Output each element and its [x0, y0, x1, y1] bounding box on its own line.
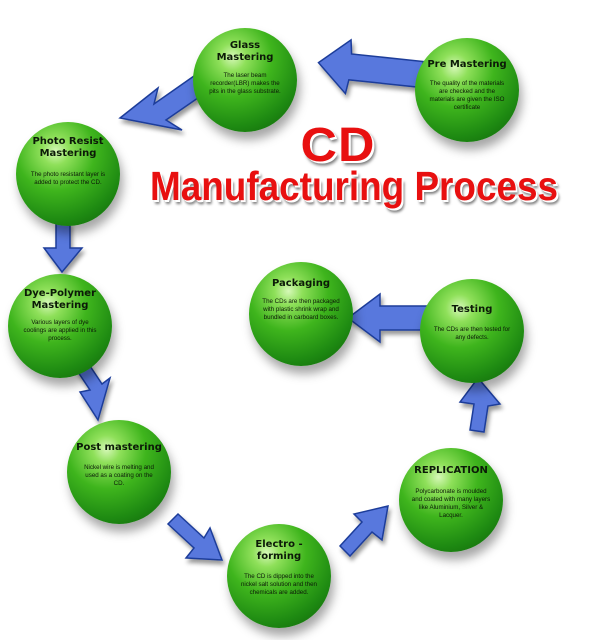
step-packaging: Packaging The CDs are then packaged with… — [249, 262, 353, 366]
arrow-post-to-electro — [166, 512, 224, 561]
step-title: Post mastering — [76, 442, 162, 453]
step-dye-polymer-mastering: Dye-Polymer Mastering Various layers of … — [8, 274, 112, 378]
step-pre-mastering: Pre Mastering The quality of the materia… — [415, 38, 519, 142]
step-title: Packaging — [272, 278, 330, 289]
step-title: Photo Resist — [32, 136, 104, 147]
step-description: Polycarbonate is moulded and coated with… — [411, 488, 491, 519]
step-title: Glass — [229, 40, 261, 51]
step-electro-forming: Electro - forming The CD is dipped into … — [227, 524, 331, 628]
step-description: The CDs are then tested for any defects. — [433, 326, 511, 341]
title-manufacturing-process: Manufacturing Process — [150, 163, 559, 209]
step-title-line2: Mastering — [39, 148, 97, 159]
step-title: Testing — [451, 304, 493, 315]
step-title: Pre Mastering — [427, 59, 507, 70]
step-description: Various layers of dye coolings are appli… — [23, 319, 97, 342]
step-title-line2: Mastering — [31, 300, 89, 311]
step-title-line2: Mastering — [216, 52, 274, 63]
step-title: Electro - — [255, 539, 303, 550]
step-title: Dye-Polymer — [23, 288, 97, 299]
step-description: The CDs are then packaged with plastic s… — [262, 298, 340, 321]
step-title-line2: forming — [256, 551, 302, 562]
step-title: REPLICATION — [414, 465, 488, 476]
step-description: The CD is dipped into the nickel salt so… — [240, 573, 318, 596]
step-photo-resist-mastering: Photo Resist Mastering The photo resista… — [16, 122, 120, 226]
step-description: The photo resistant layer is added to pr… — [30, 171, 106, 186]
step-replication: REPLICATION Polycarbonate is moulded and… — [399, 448, 503, 552]
arrow-photo-to-dye — [42, 221, 84, 274]
title-cd: CD — [300, 119, 376, 172]
step-description: The laser beam recorder(LBR) makes the p… — [209, 72, 281, 95]
step-description: The quality of the materials are checked… — [429, 80, 505, 111]
step-description: Nickel wire is melting and used as a coa… — [84, 464, 154, 487]
arrow-pre-to-glass — [317, 38, 425, 96]
arrow-replication-to-testing — [458, 376, 502, 433]
step-testing: Testing The CDs are then tested for any … — [420, 279, 524, 383]
step-glass-mastering: Glass Mastering The laser beam recorder(… — [193, 28, 297, 132]
arrow-electro-to-replication — [338, 505, 389, 558]
step-post-mastering: Post mastering Nickel wire is melting an… — [67, 420, 171, 524]
